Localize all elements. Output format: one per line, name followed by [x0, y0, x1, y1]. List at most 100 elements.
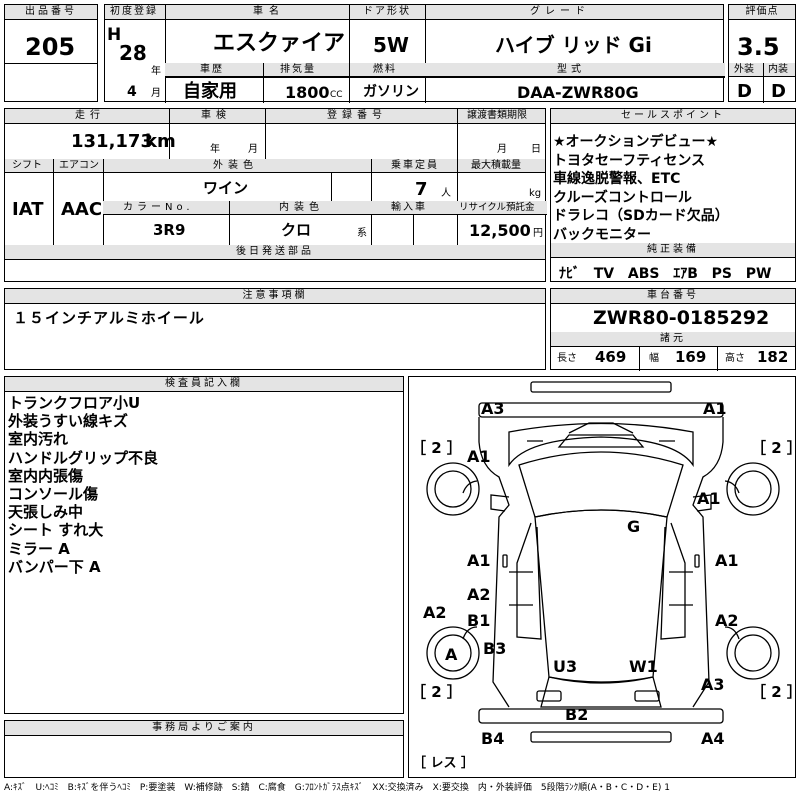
inspector-line: 天張しみ中: [8, 503, 84, 522]
label-2-left: ［ 2 ］: [411, 439, 462, 457]
notes-box: 注意事項欄 １５インチアルミホイール: [4, 288, 546, 370]
displacement: 1800: [285, 83, 330, 102]
int-grade: D: [771, 81, 786, 102]
ext-label: 外装: [734, 64, 754, 75]
later-label: 後日発送部品: [5, 245, 545, 260]
recycle-unit: 円: [533, 228, 543, 239]
label-b3: B3: [483, 639, 507, 658]
recycle: 12,500: [469, 221, 531, 240]
sales-line: トヨタセーフティセンス: [553, 152, 706, 169]
length: 469: [595, 348, 627, 366]
inspect-year-unit: 年: [210, 144, 220, 155]
lot-label: 出品番号: [5, 5, 97, 20]
label-a4: A4: [701, 729, 725, 748]
sales-line: ドラレコ（SDカード欠品）: [553, 208, 729, 225]
inspector-line: コンソール傷: [8, 485, 99, 504]
load-label: 最大積載量: [471, 160, 521, 171]
capacity: 7: [415, 179, 428, 200]
month-unit: 月: [151, 88, 161, 99]
label-w1: W1: [629, 657, 658, 676]
sales-line: 車線逸脱警報、ETC: [553, 171, 681, 188]
year-unit: 年: [151, 66, 161, 77]
hei-label: 高さ: [725, 353, 745, 364]
label-a1-fr: A1: [697, 489, 721, 508]
ac: AAC: [61, 199, 103, 220]
equip-item: PW: [745, 266, 772, 282]
label-b2: B2: [565, 705, 589, 724]
month: 4: [127, 84, 137, 100]
inspector-line: ミラー A: [8, 539, 70, 558]
colorno-label: カラーNo.: [123, 202, 194, 213]
chassis-box: 車台番号 ZWR80-0185292 諸元 長さ 469 幅 169 高さ 18…: [550, 288, 796, 371]
disp-unit: CC: [330, 90, 343, 100]
year: 28: [119, 41, 147, 65]
sales-line: バックモニター: [553, 226, 651, 243]
notes-label: 注意事項欄: [5, 289, 545, 304]
len-label: 長さ: [557, 353, 577, 364]
sales-list: ★オークションデビュー★ トヨタセーフティセンス 車線逸脱警報、ETC クルーズ…: [553, 133, 729, 245]
inspector-line: 外装うすい線キズ: [8, 412, 129, 431]
chassis-label: 車台番号: [551, 289, 795, 304]
inspector-line: ハンドルグリップ不良: [8, 448, 159, 467]
label-u3: U3: [553, 657, 578, 676]
car-outline: [426, 381, 780, 743]
sales-line: ★オークションデビュー★: [553, 134, 719, 150]
intcolor: クロ: [281, 221, 312, 239]
sales-label: セールスポイント: [551, 109, 795, 124]
car-name: エスクァイア: [213, 31, 346, 56]
color: ワイン: [203, 179, 249, 197]
inspector-line: 室内汚れ: [8, 430, 69, 449]
label-a1-fl: A1: [467, 447, 491, 466]
era: H: [107, 25, 122, 45]
equip-item: TV: [593, 266, 615, 282]
shift: IAT: [12, 199, 44, 220]
history: 自家用: [183, 81, 237, 102]
label-2-br: ［ 2 ］: [751, 683, 795, 701]
inspect-month-unit: 月: [248, 144, 258, 155]
capacity-unit: 人: [441, 188, 451, 199]
fuel-label: 燃料: [373, 64, 397, 75]
office-box: 事務局よりご案内: [4, 720, 404, 778]
notes-text: １５インチアルミホイール: [13, 309, 205, 327]
shift-label: シフト: [12, 160, 42, 171]
dims-label: 諸元: [551, 332, 795, 347]
car-diagram: A3 A1 ［ 2 ］ ［ 2 ］ A1 A1 G A1 A1 A2 A2 B1…: [408, 376, 796, 778]
label-b4: B4: [481, 729, 505, 748]
equip-item: ABS: [627, 266, 660, 282]
inspector-line: シート すれ大: [8, 521, 104, 540]
inspector-label: 検査員記入欄: [5, 377, 403, 392]
sales-box: セールスポイント ★オークションデビュー★ トヨタセーフティセンス 車線逸脱警報…: [550, 108, 796, 282]
sales-line: クルーズコントロール: [553, 189, 692, 206]
width: 169: [675, 348, 707, 366]
vehicle-box: 初度登録 車名 ドア形状 グレード 車歴 排気量 燃料 型式 H 28 年 4 …: [104, 4, 725, 103]
equip-item: PS: [711, 266, 732, 282]
color-label: 外装色: [213, 160, 258, 171]
import-label: 輸入車: [391, 202, 427, 213]
fuel: ガソリン: [363, 84, 419, 100]
equip-list: ﾅﾋﾞ TV ABS ｴｱB PS PW: [559, 263, 771, 283]
height: 182: [757, 348, 789, 366]
model-code: DAA-ZWR80G: [517, 83, 639, 102]
inspector-line: バンパー下 A: [8, 557, 101, 576]
label-a2-l: A2: [467, 585, 491, 604]
grade: ハイブ リッド Gi: [495, 33, 652, 57]
equip-label: 純正装備: [551, 243, 795, 258]
lot-box: 出品番号 205: [4, 4, 98, 102]
recycle-label: リサイクル預託金: [459, 202, 535, 213]
label-2-right: ［ 2 ］: [751, 439, 795, 457]
door-type: 5W: [373, 33, 409, 57]
load-unit: kg: [529, 188, 542, 199]
label-2-bl: ［ 2 ］: [411, 683, 462, 701]
model-label: 型式: [557, 64, 585, 75]
intcolor-label: 内装色: [279, 202, 324, 213]
inspect-label: 車検: [201, 110, 231, 121]
mileage-label: 走行: [75, 110, 105, 121]
history-label: 車歴: [200, 64, 224, 75]
equip-item: ﾅﾋﾞ: [559, 266, 580, 282]
label-a1-mr: A1: [715, 551, 739, 570]
deadline-month-unit: 月: [497, 144, 507, 155]
intcolor-unit: 系: [357, 228, 367, 239]
disp-label: 排気量: [280, 64, 316, 75]
label-a2-r: A2: [715, 611, 739, 630]
mileage: 131,173: [71, 131, 153, 152]
